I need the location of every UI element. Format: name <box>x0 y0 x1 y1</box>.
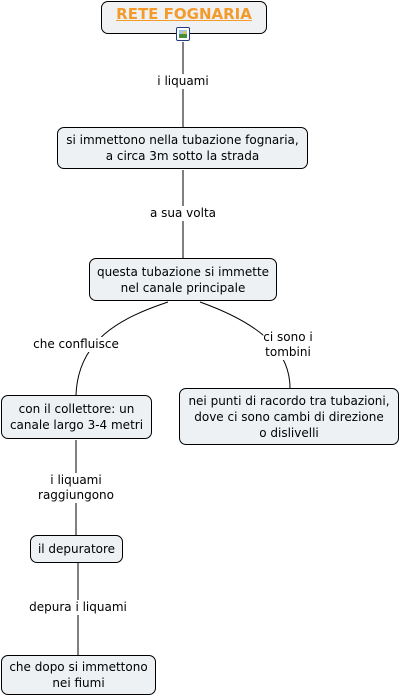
node-collettore[interactable]: con il collettore: un canale largo 3-4 m… <box>1 395 152 439</box>
node-depuratore[interactable]: il depuratore <box>30 535 123 563</box>
node-punti[interactable]: nei punti di racordo tra tubazioni, dove… <box>179 388 399 445</box>
root-title-text: RETE FOGNARIA <box>116 5 252 23</box>
link-label-raggiungono: i liquami raggiungono <box>38 473 114 503</box>
link-label-tombini: ci sono i tombini <box>263 330 313 360</box>
link-label-confluisce: che confluisce <box>33 337 119 352</box>
node-immettono[interactable]: si immettono nella tubazione fognaria, a… <box>57 127 308 169</box>
image-icon[interactable] <box>176 27 190 41</box>
connector-tubazione-to-collettore <box>75 301 169 396</box>
node-fiumi[interactable]: che dopo si immettono nei fiumi <box>1 655 156 695</box>
link-label-sua-volta: a sua volta <box>149 206 217 221</box>
node-tubazione[interactable]: questa tubazione si immette nel canale p… <box>89 258 277 301</box>
link-label-depura: depura i liquami <box>29 600 127 615</box>
link-label-liquami: i liquami <box>157 74 209 89</box>
root-node-title[interactable]: RETE FOGNARIA <box>101 1 267 34</box>
